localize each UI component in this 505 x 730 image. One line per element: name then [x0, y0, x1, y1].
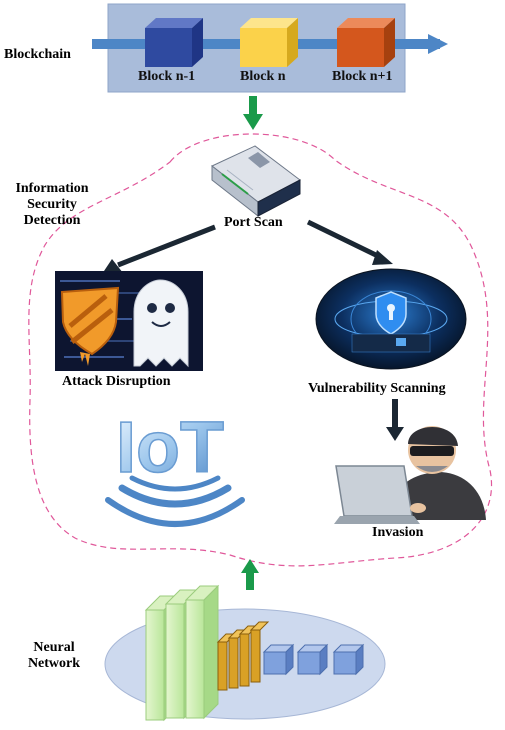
block-n-minus-1-cube [145, 18, 203, 67]
block-n-label: Block n [240, 69, 286, 84]
blockchain-flow-arrowhead [428, 34, 448, 54]
block-n-minus-1-label: Block n-1 [138, 69, 196, 84]
detection-label-line2: Security [27, 197, 77, 212]
arrow-vulnerability-to-invasion [386, 399, 404, 441]
iot-logo-text: IoT [116, 408, 224, 488]
arrow-portscan-to-vulnerability [306, 219, 393, 265]
neural-network-label: Neural Network [14, 640, 94, 672]
neural-network-label-line1: Neural [33, 640, 75, 655]
nn-dense-cubes [262, 643, 365, 676]
green-arrow-down [243, 96, 263, 130]
meltdown-shield-icon [60, 286, 120, 366]
detection-label: Information Security Detection [2, 181, 102, 229]
blockchain-label: Blockchain [4, 47, 71, 62]
detection-label-line1: Information [15, 181, 89, 196]
neural-network-label-line2: Network [27, 656, 81, 671]
block-n-plus-1-cube [337, 18, 395, 67]
hacker-laptop-icon [334, 426, 486, 524]
vulnerability-scanning-image [315, 268, 467, 370]
attack-disruption-image [55, 271, 203, 371]
vulnerability-scanning-label: Vulnerability Scanning [308, 381, 446, 396]
detection-label-line3: Detection [23, 213, 81, 228]
nn-input-layers [144, 584, 220, 722]
block-n-plus-1-label: Block n+1 [332, 69, 393, 84]
lock-icon [396, 338, 406, 346]
green-arrow-up [241, 559, 259, 590]
attack-disruption-label: Attack Disruption [62, 374, 171, 389]
port-scan-label: Port Scan [224, 215, 283, 230]
blockchain-panel [92, 3, 448, 93]
port-scan-device-icon [211, 145, 301, 218]
iot-logo: IoT [105, 407, 245, 527]
detection-boundary [28, 133, 492, 567]
block-n-cube [240, 18, 298, 67]
nn-conv-layers [216, 621, 270, 691]
arrow-portscan-to-attack [104, 224, 216, 273]
iot-signal-rings [105, 475, 245, 527]
spectre-ghost-icon [133, 279, 189, 368]
neural-network-diagram [104, 584, 386, 722]
invasion-label: Invasion [372, 525, 424, 540]
